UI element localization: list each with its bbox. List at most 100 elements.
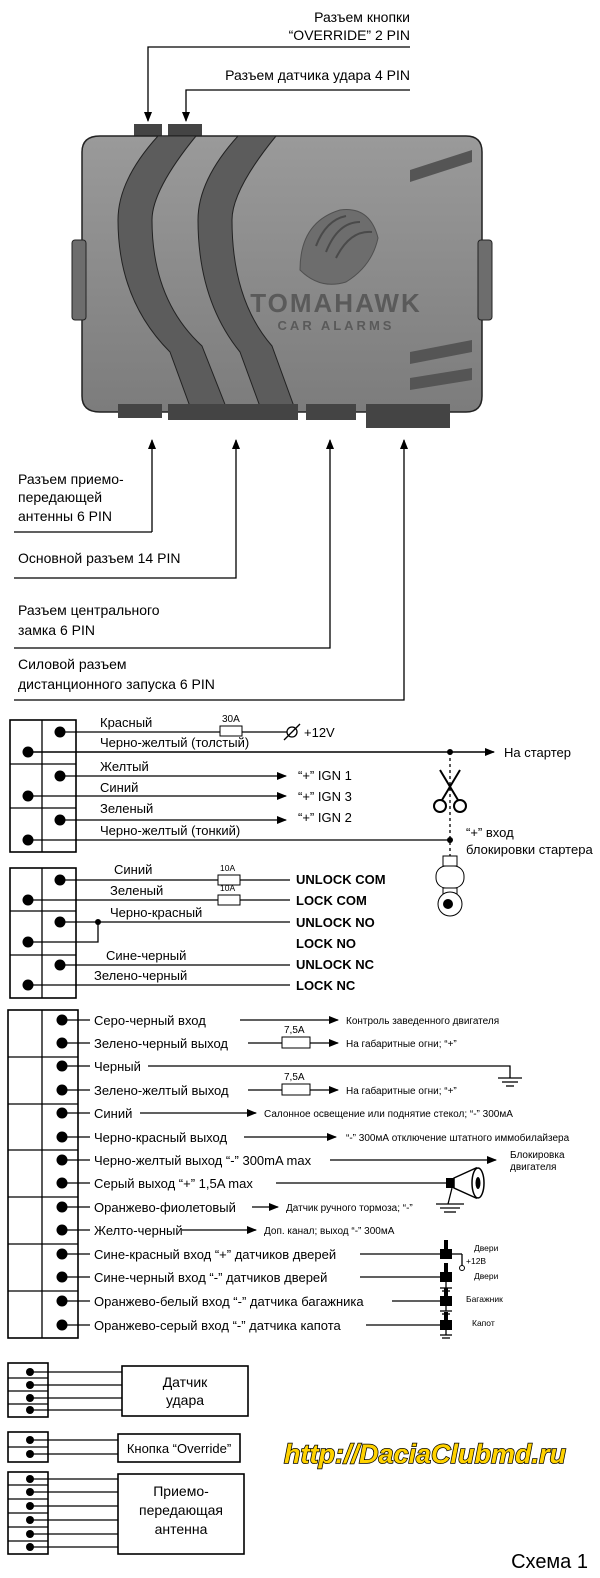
svg-text:30A: 30A: [222, 714, 240, 725]
svg-text:Черно-желтый (толстый): Черно-желтый (толстый): [100, 735, 249, 750]
alarm-unit: TOMAHAWK CAR ALARMS: [71, 124, 493, 428]
svg-text:Синий: Синий: [114, 862, 152, 877]
svg-text:На габаритные огни; “+”: На габаритные огни; “+”: [346, 1038, 457, 1050]
svg-text:Оранжево-серый вход “-” датчик: Оранжево-серый вход “-” датчика капота: [94, 1318, 342, 1333]
svg-text:Черно-желтый (тонкий): Черно-желтый (тонкий): [100, 823, 240, 838]
lock-connector-label: Разъем центрального замка 6 PIN: [14, 439, 334, 649]
svg-text:Приемо-: Приемо-: [153, 1483, 209, 1499]
svg-text:“+” IGN 2: “+” IGN 2: [298, 810, 352, 825]
svg-text:Разъем датчика удара 4 PIN: Разъем датчика удара 4 PIN: [225, 67, 410, 83]
svg-text:Разъем центрального: Разъем центрального: [18, 602, 160, 618]
svg-text:Оранжево-белый вход “-” датчик: Оранжево-белый вход “-” датчика багажник…: [94, 1294, 364, 1309]
svg-text:Багажник: Багажник: [466, 1294, 503, 1304]
watermark-url: http://DaciaClubmd.ru: [284, 1439, 567, 1469]
svg-text:Сине-красный вход “+” датчиков: Сине-красный вход “+” датчиков дверей: [94, 1247, 336, 1262]
main-connector-block: Серо-черный вход Контроль заведенного дв…: [7, 1009, 570, 1339]
scissors-icon: [433, 769, 467, 813]
svg-text:Зелено-черный: Зелено-черный: [94, 968, 187, 983]
svg-text:Капот: Капот: [472, 1318, 495, 1328]
svg-text:замка 6 PIN: замка 6 PIN: [18, 622, 95, 638]
svg-text:UNLOCK COM: UNLOCK COM: [296, 872, 386, 887]
svg-text:Разъем приемо-: Разъем приемо-: [18, 471, 124, 487]
svg-text:“+” IGN 3: “+” IGN 3: [298, 789, 352, 804]
svg-text:Желто-черный: Желто-черный: [94, 1223, 183, 1238]
svg-text:Кнопка “Override”: Кнопка “Override”: [127, 1441, 231, 1456]
svg-text:Оранжево-фиолетовый: Оранжево-фиолетовый: [94, 1200, 236, 1215]
svg-text:антенны 6 PIN: антенны 6 PIN: [18, 508, 112, 524]
connector-power: [366, 404, 450, 428]
svg-text:“OVERRIDE” 2 PIN: “OVERRIDE” 2 PIN: [289, 27, 410, 43]
power-connector-label: Силовой разъем дистанционного запуска 6 …: [14, 439, 408, 701]
connector-lock: [306, 404, 356, 420]
connector-antenna: [118, 404, 162, 418]
svg-text:Синий: Синий: [100, 780, 138, 795]
svg-text:Сине-черный: Сине-черный: [106, 948, 186, 963]
svg-text:антенна: антенна: [155, 1521, 208, 1537]
svg-text:На стартер: На стартер: [504, 745, 571, 760]
brand-text: TOMAHAWK: [250, 288, 422, 318]
svg-text:Двери: Двери: [474, 1243, 499, 1253]
svg-text:блокировки стартера: блокировки стартера: [466, 842, 593, 857]
svg-text:Разъем кнопки: Разъем кнопки: [314, 9, 410, 25]
lock-connector-block: Синий 10A UNLOCK COM Зеленый 10A LOCK CO…: [9, 862, 386, 999]
svg-text:Контроль заведенного двигателя: Контроль заведенного двигателя: [346, 1016, 499, 1027]
svg-text:Салонное освещение или подняти: Салонное освещение или поднятие стекол; …: [264, 1109, 513, 1120]
svg-text:Синий: Синий: [94, 1106, 132, 1121]
svg-text:Серый выход “+” 1,5A max: Серый выход “+” 1,5A max: [94, 1176, 253, 1191]
connector-override: [134, 124, 162, 136]
svg-text:передающая: передающая: [139, 1502, 223, 1518]
svg-text:“+” IGN 1: “+” IGN 1: [298, 768, 352, 783]
hood-switch-icon: [440, 1312, 452, 1339]
door-switch-minus-icon: [440, 1263, 452, 1292]
svg-text:7,5A: 7,5A: [284, 1072, 305, 1083]
svg-text:Сине-черный вход “-” датчиков: Сине-черный вход “-” датчиков дверей: [94, 1270, 327, 1285]
svg-text:Желтый: Желтый: [100, 759, 149, 774]
svg-text:удара: удара: [166, 1392, 204, 1408]
connector-shock: [168, 124, 202, 136]
svg-text:Черно-красный выход: Черно-красный выход: [94, 1130, 227, 1145]
trunk-switch-icon: [440, 1288, 452, 1315]
svg-text:UNLOCK NC: UNLOCK NC: [296, 957, 375, 972]
svg-text:“+” вход: “+” вход: [466, 825, 514, 840]
ground-icon: [498, 1077, 522, 1087]
power-connector-block: Красный 30A +12V Черно-желтый (толстый) …: [9, 714, 593, 917]
svg-text:Основной разъем 14 PIN: Основной разъем 14 PIN: [18, 550, 180, 566]
svg-text:Черно-красный: Черно-красный: [110, 905, 202, 920]
svg-text:UNLOCK NO: UNLOCK NO: [296, 915, 375, 930]
svg-text:LOCK COM: LOCK COM: [296, 893, 367, 908]
svg-text:Зеленый: Зеленый: [100, 801, 153, 816]
connector-main: [168, 404, 298, 420]
siren-icon: [436, 1166, 485, 1213]
svg-text:Черно-желтый выход “-” 300mA m: Черно-желтый выход “-” 300mA max: [94, 1153, 312, 1168]
override-button-module: Кнопка “Override”: [7, 1431, 241, 1463]
shock-sensor-module: Датчик удара: [7, 1362, 249, 1418]
main-connector-label: Основной разъем 14 PIN: [14, 439, 240, 579]
svg-text:Блокировка: Блокировка: [510, 1150, 565, 1161]
svg-text:LOCK NO: LOCK NO: [296, 936, 356, 951]
svg-text:передающей: передающей: [18, 489, 102, 505]
override-connector-label: Разъем кнопки “OVERRIDE” 2 PIN: [144, 9, 410, 122]
brand-subtext: CAR ALARMS: [278, 318, 395, 333]
svg-text:Доп. канал; выход “-” 300мА: Доп. канал; выход “-” 300мА: [264, 1226, 395, 1237]
chief-logo-icon: [299, 209, 379, 285]
svg-text:Зеленый: Зеленый: [110, 883, 163, 898]
svg-text:Красный: Красный: [100, 715, 152, 730]
svg-text:Двери: Двери: [474, 1271, 499, 1281]
svg-text:+12В: +12В: [466, 1256, 486, 1266]
svg-text:дистанционного запуска 6 PIN: дистанционного запуска 6 PIN: [18, 676, 215, 692]
svg-text:Датчик: Датчик: [163, 1374, 208, 1390]
svg-text:LOCK NC: LOCK NC: [296, 978, 356, 993]
svg-text:Черный: Черный: [94, 1059, 141, 1074]
ignition-lock-icon: [435, 855, 465, 917]
svg-text:7,5A: 7,5A: [284, 1025, 305, 1036]
svg-text:10A: 10A: [220, 863, 235, 873]
svg-text:Серо-черный вход: Серо-черный вход: [94, 1013, 206, 1028]
antenna-module: Приемо- передающая антенна: [7, 1471, 245, 1555]
svg-text:“-” 300мА отключение штатного: “-” 300мА отключение штатного иммобилайз…: [346, 1132, 570, 1144]
antenna-connector-label: Разъем приемо- передающей антенны 6 PIN: [14, 439, 156, 533]
svg-text:На габаритные огни; “+”: На габаритные огни; “+”: [346, 1085, 457, 1097]
svg-text:+12V: +12V: [304, 725, 335, 740]
svg-text:Зелено-желтый выход: Зелено-желтый выход: [94, 1083, 229, 1098]
door-switch-plus-icon: [440, 1240, 465, 1271]
